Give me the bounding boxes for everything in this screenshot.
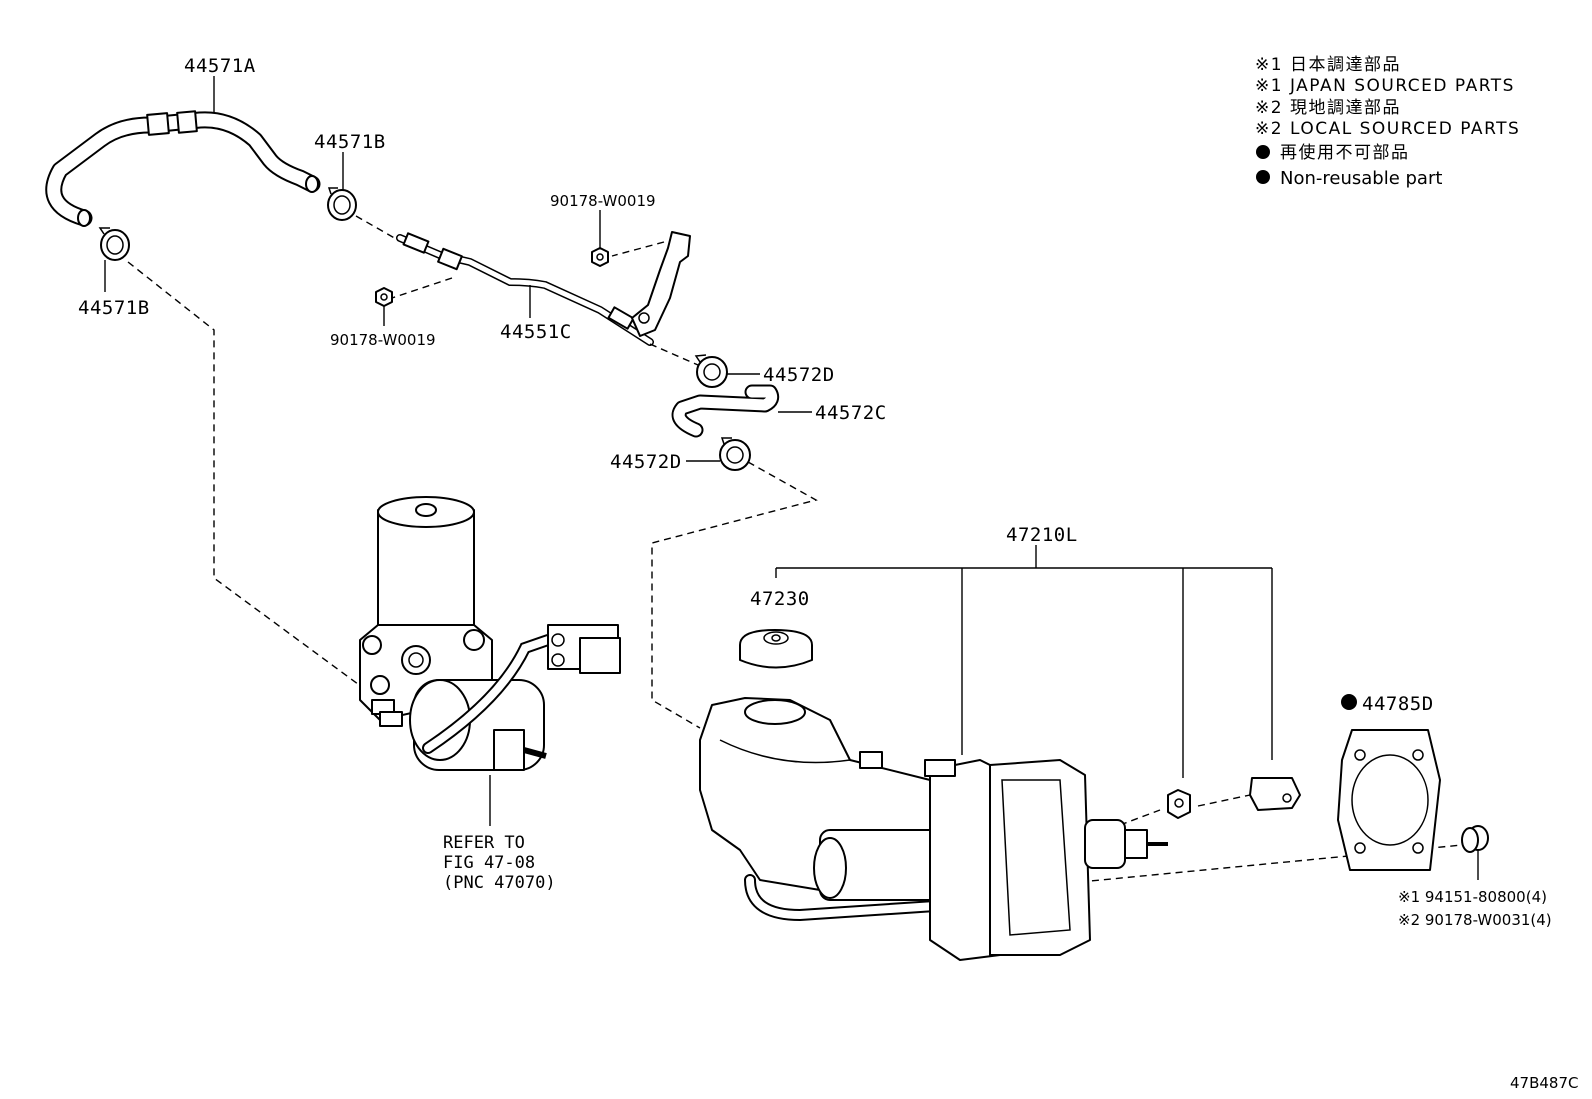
ref-line-2: FIG 47-08 bbox=[443, 853, 535, 873]
clamp-44571B-top bbox=[327, 187, 357, 221]
diagram-code: 47B487C bbox=[1510, 1074, 1578, 1092]
reservoir-cap-47230 bbox=[739, 629, 813, 669]
pump-motor-assembly bbox=[359, 496, 621, 771]
nut-90178-top bbox=[591, 247, 609, 267]
label-44572C: 44572C bbox=[815, 402, 887, 424]
hose-44571A bbox=[45, 110, 321, 227]
connection-lines bbox=[127, 215, 1463, 883]
label-bolt-2: ※2 90178-W0031(4) bbox=[1398, 911, 1552, 929]
clamp-44572D-top bbox=[694, 354, 728, 388]
label-44572D-top: 44572D bbox=[763, 364, 835, 386]
clamp-44572D-bottom bbox=[719, 437, 751, 471]
label-bolt-1: ※1 94151-80800(4) bbox=[1398, 888, 1547, 906]
gasket-44785D bbox=[1337, 729, 1441, 871]
clevis bbox=[1249, 777, 1301, 811]
master-cylinder-assembly bbox=[699, 697, 1168, 961]
legend-line-6: Non-reusable part bbox=[1280, 168, 1442, 189]
ref-line-3: (PNC 47070) bbox=[443, 873, 556, 893]
label-44571B-top: 44571B bbox=[314, 131, 386, 153]
label-44571A: 44571A bbox=[184, 55, 256, 77]
legend-line-1: ※1 日本調達部品 bbox=[1255, 55, 1401, 75]
label-90178-left: 90178-W0019 bbox=[330, 331, 436, 349]
legend-line-2: ※1 JAPAN SOURCED PARTS bbox=[1255, 76, 1515, 96]
mounting-bolt bbox=[1461, 825, 1489, 853]
legend-line-5: 再使用不可部品 bbox=[1280, 142, 1410, 163]
ref-line-1: REFER TO bbox=[443, 833, 525, 853]
hose-44572C bbox=[671, 384, 780, 438]
non-reusable-dot-icon bbox=[1256, 145, 1270, 159]
legend-line-3: ※2 現地調達部品 bbox=[1255, 98, 1401, 118]
label-44572D-bottom: 44572D bbox=[610, 451, 682, 473]
label-47230: 47230 bbox=[750, 588, 810, 610]
pipe-44551C bbox=[396, 232, 654, 346]
label-90178-top: 90178-W0019 bbox=[550, 192, 656, 210]
bracket-47210L bbox=[775, 567, 1273, 778]
nut-90178-left bbox=[375, 287, 393, 307]
label-44571B-left: 44571B bbox=[78, 297, 150, 319]
label-47210L: 47210L bbox=[1006, 524, 1078, 546]
legend-line-4: ※2 LOCAL SOURCED PARTS bbox=[1255, 119, 1520, 139]
label-44551C: 44551C bbox=[500, 321, 572, 343]
non-reusable-dot-icon bbox=[1256, 170, 1270, 184]
booster-nut bbox=[1167, 789, 1191, 819]
bracket bbox=[631, 231, 691, 337]
non-reusable-dot-icon bbox=[1341, 694, 1357, 710]
label-44785D: 44785D bbox=[1362, 693, 1434, 715]
legend: ※1 日本調達部品 ※1 JAPAN SOURCED PARTS ※2 現地調達… bbox=[1255, 55, 1520, 189]
clamp-44571B-left bbox=[98, 227, 130, 261]
